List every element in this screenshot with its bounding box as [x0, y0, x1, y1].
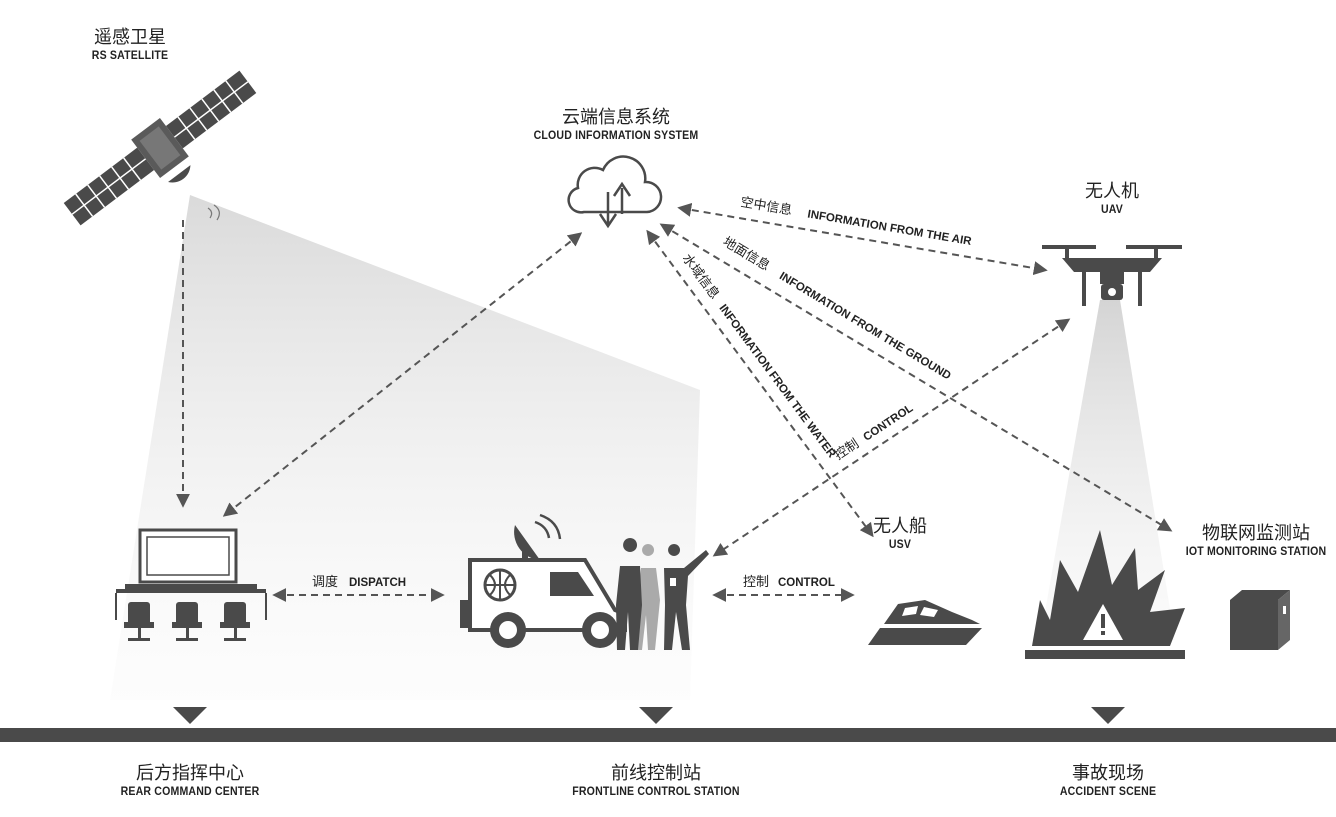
svg-text:地面信息: 地面信息	[720, 234, 773, 275]
uav-label-cn: 无人机	[1085, 181, 1139, 202]
explosion-icon	[1025, 530, 1185, 659]
iot-label-en: IOT MONITORING STATION	[1185, 543, 1327, 558]
label-dispatch: 调度 DISPATCH	[312, 574, 406, 590]
svg-text:CONTROL: CONTROL	[861, 402, 915, 443]
timeline-bar	[0, 728, 1336, 742]
people-icon	[616, 538, 709, 650]
svg-text:INFORMATION FROM THE WATER: INFORMATION FROM THE WATER	[716, 302, 838, 460]
section-label-accident-cn: 事故现场	[1072, 763, 1144, 784]
section-label-rear-en: REAR COMMAND CENTER	[120, 783, 260, 798]
frontline-van-icon	[460, 513, 627, 648]
label-control-uav: 控制 CONTROL	[832, 402, 915, 463]
satellite-icon	[63, 70, 257, 226]
section-label-accident-en: ACCIDENT SCENE	[1059, 783, 1157, 798]
satellite-label: 遥感卫星 RS SATELLITE	[80, 27, 180, 62]
usv-label-cn: 无人船	[873, 516, 927, 537]
section-label-frontline: 前线控制站 FRONTLINE CONTROL STATION	[546, 763, 766, 798]
svg-text:调度: 调度	[312, 574, 338, 590]
satellite-label-cn: 遥感卫星	[94, 27, 166, 48]
uav-label: 无人机 UAV	[1062, 181, 1162, 216]
section-label-frontline-en: FRONTLINE CONTROL STATION	[572, 783, 740, 798]
iot-station-icon	[1230, 590, 1290, 650]
cloud-label: 云端信息系统 CLOUD INFORMATION SYSTEM	[516, 107, 716, 142]
command-center-icon	[115, 528, 267, 641]
iot-label-cn: 物联网监测站	[1202, 523, 1310, 544]
svg-text:CONTROL: CONTROL	[778, 577, 835, 589]
usv-label-en: USV	[888, 536, 912, 551]
link-uav-frontline	[712, 318, 1071, 557]
iot-label: 物联网监测站 IOT MONITORING STATION	[1176, 523, 1336, 558]
section-marker-rear	[173, 707, 207, 724]
section-label-accident: 事故现场 ACCIDENT SCENE	[1038, 763, 1178, 798]
section-label-frontline-cn: 前线控制站	[611, 763, 701, 784]
svg-text:INFORMATION FROM THE GROUND: INFORMATION FROM THE GROUND	[777, 270, 953, 382]
section-marker-accident	[1091, 707, 1125, 724]
svg-text:INFORMATION FROM THE AIR: INFORMATION FROM THE AIR	[807, 208, 973, 248]
section-marker-frontline	[639, 707, 673, 724]
uav-label-en: UAV	[1100, 201, 1124, 216]
cloud-label-cn: 云端信息系统	[562, 107, 670, 128]
satellite-label-en: RS SATELLITE	[91, 47, 169, 62]
section-label-rear: 后方指挥中心 REAR COMMAND CENTER	[100, 763, 280, 798]
usv-boat-icon	[868, 600, 982, 645]
link-cloud-command	[222, 232, 583, 517]
usv-label: 无人船 USV	[862, 516, 938, 551]
svg-text:控制: 控制	[743, 575, 769, 590]
cloud-label-en: CLOUD INFORMATION SYSTEM	[533, 127, 699, 142]
svg-text:空中信息: 空中信息	[739, 194, 793, 218]
label-control-usv: 控制 CONTROL	[743, 575, 835, 590]
svg-text:DISPATCH: DISPATCH	[349, 577, 406, 589]
section-label-rear-cn: 后方指挥中心	[136, 763, 244, 784]
cloud-icon	[567, 155, 663, 229]
uav-icon	[1042, 245, 1182, 306]
label-info-air: 空中信息 INFORMATION FROM THE AIR	[739, 194, 973, 248]
